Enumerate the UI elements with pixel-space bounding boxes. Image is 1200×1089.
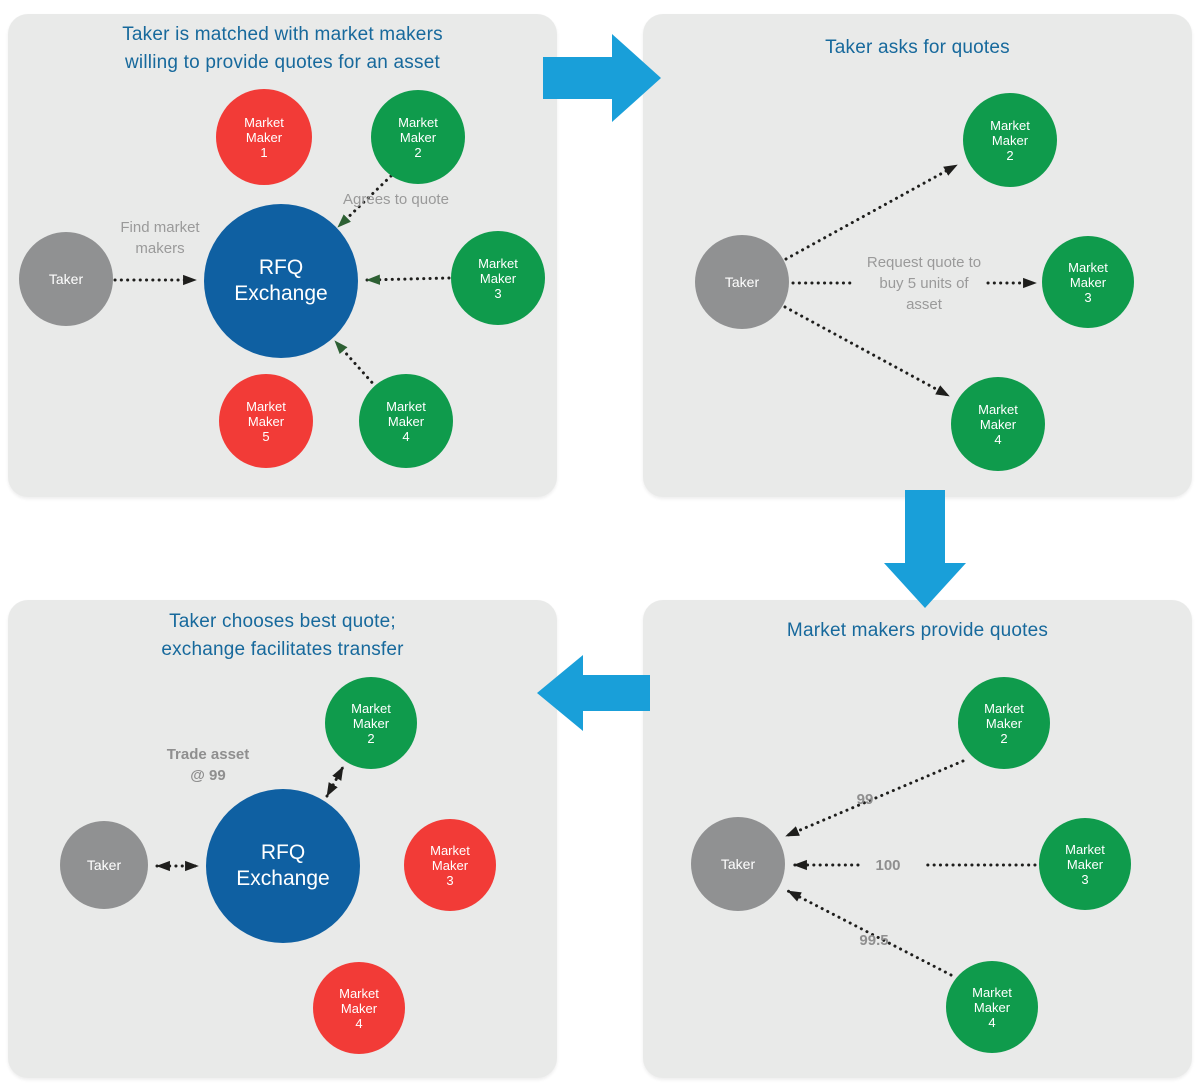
step1-rfq-exchange-node: RFQ Exchange: [204, 204, 358, 358]
step3-quote-99-5-label: 99.5: [859, 932, 889, 949]
step2-market-maker-2-node: Market Maker 2: [963, 93, 1057, 187]
step3-taker-node: Taker: [691, 817, 785, 911]
flow-arrow-step2-to-step3: [884, 490, 966, 608]
step1-title: Taker is matched with market makers will…: [122, 24, 443, 73]
connector-step2-taker-to-mm2: [784, 163, 959, 261]
step4-taker-node: Taker: [60, 821, 148, 909]
step3-market-maker-2-node: Market Maker 2: [958, 677, 1050, 769]
step1-taker-node: Taker: [19, 232, 113, 326]
step2-taker-node: Taker: [695, 235, 789, 329]
step4-trade-asset-label: Trade asset @ 99: [166, 746, 250, 784]
step3-market-maker-3-node: Market Maker 3: [1039, 818, 1131, 910]
step1-market-maker-5-node: Market Maker 5: [219, 374, 313, 468]
step3-market-maker-4-node: Market Maker 4: [946, 961, 1038, 1053]
connector-step4-rfq-mm2-bidirectional: [325, 765, 345, 798]
connector-step1-mm3-to-rfq: [365, 274, 451, 285]
step2-market-maker-4-node: Market Maker 4: [951, 377, 1045, 471]
connector-step3-mm2-to-taker: [784, 759, 965, 838]
step3-title: Market makers provide quotes: [786, 620, 1049, 641]
step3-quote-100-label: 100: [875, 857, 901, 874]
step1-market-maker-1-node: Market Maker 1: [216, 89, 312, 185]
step1-market-maker-2-node: Market Maker 2: [371, 90, 465, 184]
connector-step3-mm4-to-taker: [786, 889, 953, 977]
step2-request-quote-label: Request quote to buy 5 units of asset: [866, 254, 982, 313]
step4-rfq-exchange-node: RFQ Exchange: [206, 789, 360, 943]
flow-arrow-step3-to-step4: [537, 655, 650, 731]
step3-quote-99-label: 99: [856, 791, 874, 808]
step2-market-maker-3-node: Market Maker 3: [1042, 236, 1134, 328]
step1-find-market-makers-label: Find market makers: [120, 219, 200, 257]
connector-step1-mm4-to-rfq: [333, 339, 378, 389]
step1-agrees-to-quote-label: Agrees to quote: [343, 191, 449, 208]
step4-market-maker-3-node: Market Maker 3: [404, 819, 496, 911]
step4-market-maker-4-node: Market Maker 4: [313, 962, 405, 1054]
step4-market-maker-2-node: Market Maker 2: [325, 677, 417, 769]
step2-title: Taker asks for quotes: [825, 37, 1010, 58]
step1-market-maker-3-node: Market Maker 3: [451, 231, 545, 325]
step4-title: Taker chooses best quote; exchange facil…: [161, 611, 404, 660]
flow-arrow-step1-to-step2: [543, 34, 661, 122]
connector-step1-mm2-to-rfq: [336, 174, 393, 229]
step1-market-maker-4-node: Market Maker 4: [359, 374, 453, 468]
connector-step2-taker-to-mm4: [783, 305, 951, 398]
